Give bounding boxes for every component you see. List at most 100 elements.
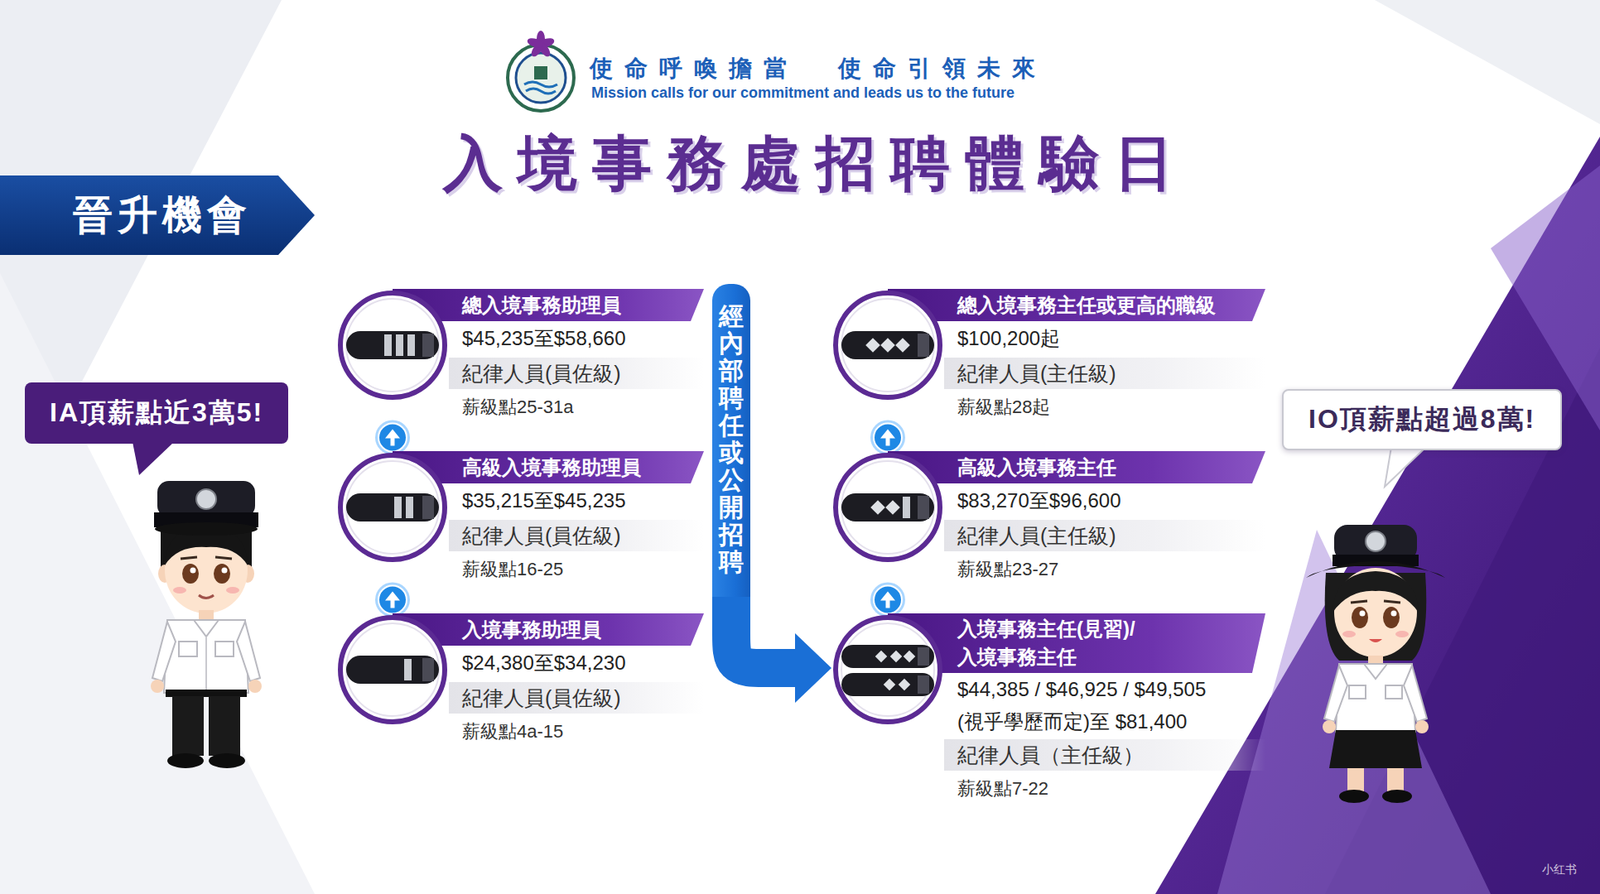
arrow-badge-ring <box>870 583 906 618</box>
rank-pip <box>895 337 911 353</box>
rank-category: 紀律人員(主任級) <box>944 357 1266 390</box>
rank-category: 紀律人員(員佐級) <box>448 682 704 714</box>
ellipse-part <box>226 587 240 594</box>
arrow-badge-ring <box>375 420 410 456</box>
bubble-tail <box>1384 447 1427 487</box>
rank-pip <box>870 500 886 516</box>
circle-part <box>1391 611 1398 617</box>
rank-category: 紀律人員(員佐級) <box>448 520 704 552</box>
callout-text: IO頂薪點超過8萬! <box>1308 401 1536 439</box>
arrow-badge <box>873 586 902 615</box>
ellipse-part <box>1383 607 1400 629</box>
ellipse-part <box>173 587 187 594</box>
g-part <box>525 30 555 59</box>
rect-part <box>1385 685 1403 699</box>
circle-part <box>248 679 262 694</box>
rank-title: 高級入境事務主任 <box>887 451 1266 484</box>
rank-pip <box>903 650 916 664</box>
route-arrow-shaft <box>731 596 797 669</box>
ellipse-part <box>525 36 545 50</box>
arrow-badge <box>873 424 902 453</box>
path-part <box>198 595 214 599</box>
path-part <box>1363 664 1388 680</box>
arrow-badge-ring <box>870 420 906 456</box>
officer-figure <box>150 481 262 769</box>
epaulette <box>841 645 935 669</box>
promotion-arrow <box>375 420 410 456</box>
officer-figure <box>1306 525 1446 804</box>
path-part <box>525 88 556 94</box>
circle-part <box>1415 720 1429 734</box>
epaulette <box>346 655 439 685</box>
emblem-inner-ring <box>841 298 935 392</box>
emblem-ring <box>835 455 940 560</box>
arrow-badge <box>378 586 407 615</box>
route-arrow <box>731 596 832 704</box>
rank-box: 總入境事務主任或更高的職級$100,200起紀律人員(主任級)薪級點28起 <box>831 289 1266 425</box>
rank-pip <box>875 650 888 664</box>
rank-stripe <box>384 334 392 357</box>
rank-title: 入境事務助理員 <box>392 613 704 646</box>
section-banner: 晉升機會 <box>0 175 315 256</box>
rank-emblem <box>831 289 945 402</box>
path-part <box>1324 665 1348 723</box>
speech-bubble: IA頂薪點近3萬5! <box>24 382 289 444</box>
rank-box: 高級入境事務助理員$35,215至$45,235紀律人員(員佐級)薪級點16-2… <box>336 451 704 587</box>
rect-part <box>534 66 548 80</box>
rank-title: 入境事務主任(見習)/ 入境事務主任 <box>887 613 1266 674</box>
rank-pip <box>883 679 897 692</box>
epaulette-tab <box>917 675 930 694</box>
ellipse-part <box>213 563 231 584</box>
emblem-ring <box>835 617 940 723</box>
slogan-english: Mission calls for our commitment and lea… <box>591 84 1015 102</box>
rank-emblem <box>336 451 449 564</box>
ellipse-part <box>154 522 258 536</box>
rank-box: 高級入境事務主任$83,270至$96,600紀律人員(主任級)薪級點23-27 <box>831 451 1266 587</box>
emblem-ring <box>340 617 445 723</box>
promotion-arrow <box>375 583 410 618</box>
circle-part <box>1359 611 1366 617</box>
path-part <box>1306 561 1446 579</box>
rank-stripe <box>405 496 414 519</box>
purple-wedge <box>1155 136 1600 894</box>
rank-pip <box>885 500 901 516</box>
circle-part <box>1322 720 1336 734</box>
arrow-stem <box>886 598 891 609</box>
path-part <box>163 620 249 694</box>
page-title: 入境事務處招聘體驗日 <box>443 124 1189 204</box>
path-part <box>524 81 558 87</box>
rank-stripe <box>394 496 402 519</box>
epaulette <box>346 493 439 522</box>
route-bar: 經內部聘任或公開招聘 <box>712 284 751 598</box>
epaulette <box>841 331 935 360</box>
bubble-tail <box>132 442 174 476</box>
route-arrow-head <box>795 633 832 704</box>
rect-part <box>157 481 256 518</box>
circle-part <box>150 679 164 694</box>
ellipse-part <box>164 527 248 614</box>
line-part <box>205 636 208 692</box>
arrow-stem <box>390 598 396 609</box>
epaulette <box>346 331 439 360</box>
path-part <box>1335 664 1416 733</box>
speech-bubble: IO頂薪點超過8萬! <box>1281 389 1562 451</box>
route-text: 經內部聘任或公開招聘 <box>718 302 744 576</box>
rank-stripe <box>902 496 911 519</box>
rect-part <box>1387 768 1404 794</box>
rect-part <box>1347 768 1364 794</box>
circle-part <box>1365 531 1386 552</box>
rank-box: 入境事務主任(見習)/ 入境事務主任$44,385 / $46,925 / $4… <box>831 613 1266 806</box>
rect-part <box>208 696 241 757</box>
path-part <box>152 621 176 682</box>
ellipse-part <box>208 753 246 769</box>
path-part <box>1368 639 1383 643</box>
arrow-badge-ring <box>375 583 410 618</box>
arrow-stem <box>886 436 891 447</box>
epaulette <box>841 673 935 697</box>
lavender-wedge <box>1217 530 1491 894</box>
rank-pip <box>898 679 911 692</box>
arrow-stem <box>390 436 396 447</box>
rect-part <box>172 696 204 757</box>
promotion-arrow <box>870 420 906 456</box>
rank-title: 總入境事務主任或更高的職級 <box>887 289 1266 322</box>
